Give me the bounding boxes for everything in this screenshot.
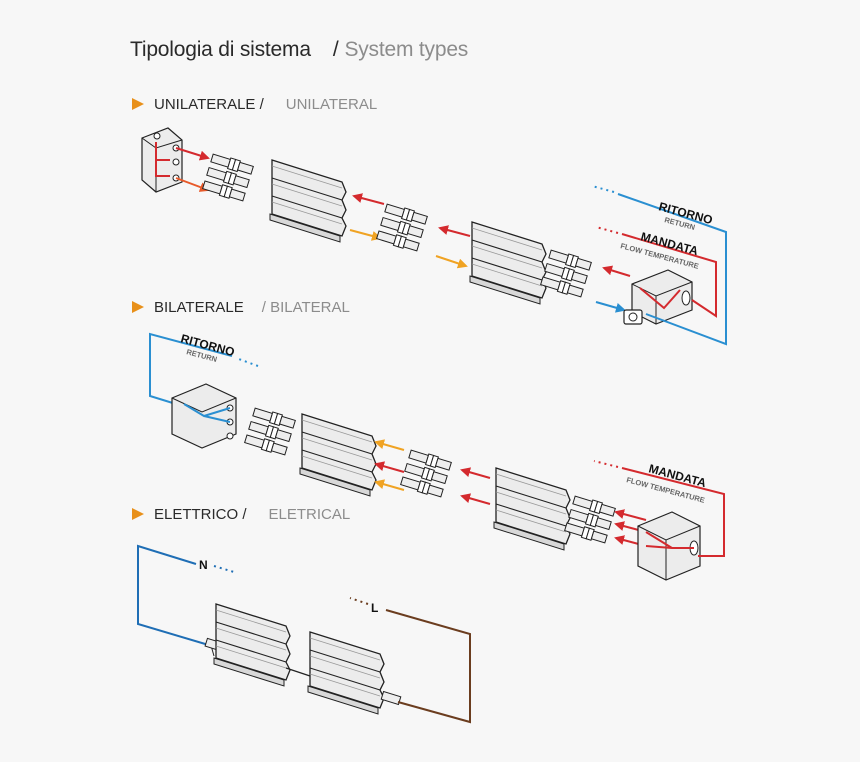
section-label-en: UNILATERAL [285, 96, 378, 113]
valve-right [623, 269, 693, 325]
return-line [149, 332, 233, 405]
line-label: L [371, 601, 378, 615]
flow-line [621, 233, 717, 318]
flow-arrow [438, 225, 471, 237]
fittings-group-2 [400, 449, 452, 499]
section-heading-unilateral: UNILATERALE / UNILATERAL [132, 96, 377, 113]
section-heading-bilateral: BILATERALE / BILATERAL [132, 299, 350, 316]
title-italian: Tipologia di sistema [130, 38, 311, 61]
return-arrow [374, 479, 405, 491]
fittings-group-1 [202, 153, 254, 203]
radiator-unit-2 [469, 221, 547, 305]
return-arrow [435, 255, 468, 269]
radiator-unit-1 [213, 603, 291, 687]
flow-line [621, 467, 725, 557]
section-label-it: BILATERALE [154, 299, 244, 316]
radiator-unit-2 [307, 631, 385, 715]
section-label-it: UNILATERALE / [154, 96, 264, 113]
valve-right [637, 511, 701, 581]
electrical-diagram: N L [137, 544, 471, 724]
section-heading-electrical: ELETTRICO / ELETRICAL [132, 506, 350, 523]
radiator-unit-1 [299, 413, 377, 497]
flow-arrow [460, 467, 491, 479]
fittings-group-3 [540, 249, 592, 299]
unilateral-diagram: RITORNO RETURN MANDATA FLOW TEMPERATURE [141, 127, 727, 346]
radiator-unit-2 [493, 467, 571, 551]
return-line [617, 193, 727, 346]
bilateral-diagram: RITORNO RETURN MANDATA [149, 331, 725, 581]
title-separator: / [332, 38, 339, 61]
section-label-en: / BILATERAL [261, 299, 350, 316]
flow-arrow [602, 265, 631, 277]
play-arrow-icon [132, 98, 144, 110]
line-wire [385, 609, 471, 724]
fittings-group-3 [564, 495, 616, 545]
section-label-it: ELETTRICO / [154, 506, 247, 523]
play-arrow-icon [132, 508, 144, 520]
collector-left [171, 383, 237, 449]
play-arrow-icon [132, 301, 144, 313]
manifold-left [141, 127, 210, 193]
flow-arrow [460, 493, 491, 505]
title-english: System types [344, 38, 469, 61]
fittings-group-2 [376, 203, 428, 253]
return-arrow [349, 229, 382, 241]
fittings-group-1 [244, 407, 296, 457]
flow-arrow [352, 193, 385, 205]
return-arrow [374, 439, 405, 451]
section-label-en: ELETRICAL [268, 506, 351, 523]
page-title: Tipologia di sistema /System types [130, 38, 468, 62]
neutral-line [137, 544, 213, 647]
return-arrow [595, 301, 626, 313]
flow-arrow [374, 461, 405, 473]
neutral-label: N [199, 558, 208, 572]
radiator-unit-1 [269, 159, 347, 243]
